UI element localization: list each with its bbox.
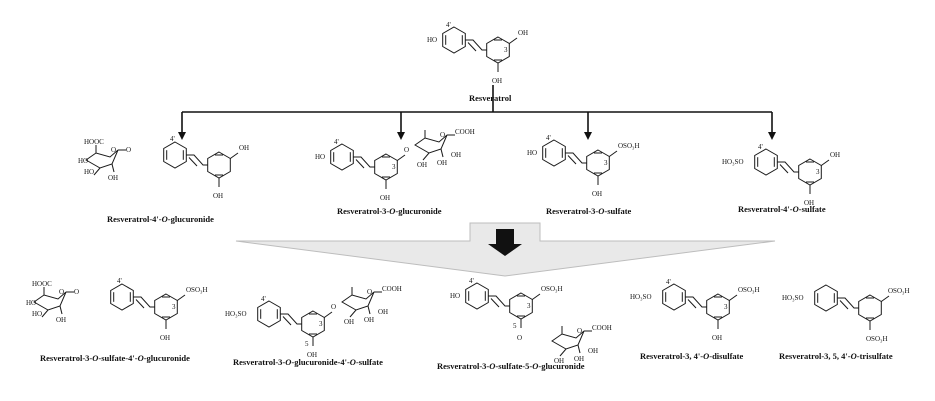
oh-label: OH [56,316,66,324]
convergence-funnel [235,222,776,277]
phase1-item-3: HO₃SO 4' OH 3 OH Resveratrol-4'-O-sulfat… [722,143,840,214]
oh-label-2: OH [344,318,354,326]
phase1-item-1: HO 4' 3 OH O O COOH OH OH OH Resveratrol… [315,128,475,216]
pos5-label: 5 [305,340,309,348]
branch-connector [178,85,776,140]
oso3h-top: OSO₃H [888,287,910,295]
link-o-label: O [517,334,522,342]
oh-bottom: OH [160,334,170,342]
oh-top: OH [239,144,249,152]
ring-o-label: O [440,131,445,139]
phase2-name-0: Resveratrol-3-O-sulfate-4'-O-glucuronide [40,353,190,363]
ho3so-label: HO₃SO [630,293,652,301]
oso3h-label: OSO₃H [186,286,208,294]
oh-label-3: OH [588,347,598,355]
cooh-label: COOH [592,324,612,332]
link-o-label: O [74,288,79,296]
phase1-name-1: Resveratrol-3-O-glucuronide [337,206,442,216]
ho-label: HO [315,153,325,161]
ho3so-label: HO₃SO [782,294,804,302]
ho-label-2: HO [84,168,94,176]
pos4-label: 4' [469,277,474,285]
pos3-label: 3 [724,303,728,311]
oh-label-1: OH [364,316,374,324]
parent-molecule: HO 4' OH 3 OH Resveratrol [427,21,528,103]
parent-oh-bottom: OH [492,77,502,85]
pos4-label: 4' [546,134,551,142]
hooc-label: HOOC [84,138,104,146]
cooh-label: COOH [382,285,402,293]
oh-label-1: OH [437,159,447,167]
phase1-name-0: Resveratrol-4'-O-glucuronide [107,214,214,224]
phase2-name-2: Resveratrol-3-O-sulfate-5-O-glucuronide [437,361,585,371]
oh-bottom: OH [380,194,390,202]
ho-label-1: HO [78,157,88,165]
phase2-name-1: Resveratrol-3-O-glucuronide-4'-O-sulfate [233,357,383,367]
phase2-item-3: HO₃SO 4' OSO₃H 3 OH Resveratrol-3, 4'-O-… [630,278,760,361]
phase1-item-0: HOOC O HO HO OH O 4' OH OH Resveratrol-4… [78,135,249,224]
pos3-label: 3 [392,163,396,171]
phase2-item-2: HO 4' OSO₃H 3 5 O O COOH OH OH OH Resver… [437,277,612,371]
pos3-label: 3 [816,168,820,176]
phase1-name-2: Resveratrol-3-O-sulfate [546,206,632,216]
pos3-label: 3 [527,302,531,310]
oso3h-bottom: OSO₃H [866,335,888,343]
oh-bottom: OH [804,199,814,207]
pos4-label: 4' [334,138,339,146]
ho-label-1: HO [26,299,36,307]
oh-label-2: OH [417,161,427,169]
pos3-label: 3 [172,303,176,311]
ring-o-label: O [577,327,582,335]
oh-label-3: OH [451,151,461,159]
hooc-label: HOOC [32,280,52,288]
ho3so-label: HO₃SO [722,158,744,166]
oh-bottom: OH [307,351,317,359]
pos5-label: 5 [513,322,517,330]
phase2-item-1: HO₃SO 4' O 3 5 OH O COOH OH OH OH Resver… [225,285,402,367]
phase2-item-4: HO₃SO OSO₃H OSO₃H Resveratrol-3, 5, 4'-O… [779,285,910,361]
oso3h-label: OSO₃H [738,286,760,294]
oh-label-1: OH [574,355,584,363]
pos4-label: 4' [261,295,266,303]
parent-pos4-label: 4' [446,21,451,29]
pos4-label: 4' [666,278,671,286]
link-o-label: O [126,146,131,154]
ring-o-label: O [367,288,372,296]
oh-label: OH [108,174,118,182]
phase2-item-0: HOOC O HO HO OH O 4' OSO₃H 3 OH Resverat… [26,277,208,363]
pos3-label: 3 [319,320,323,328]
parent-ho-label: HO [427,36,437,44]
ring-o-label: O [59,288,64,296]
oh-bottom: OH [712,334,722,342]
link-o-label: O [404,146,409,154]
ring-o-label: O [111,146,116,154]
oh-bottom: OH [592,190,602,198]
ho3so-label: HO₃SO [225,310,247,318]
oh-label-3: OH [378,308,388,316]
ho-label: HO [527,149,537,157]
pos4-label: 4' [117,277,122,285]
oh-top: OH [830,151,840,159]
cooh-label: COOH [455,128,475,136]
ho-label: HO [450,292,460,300]
oh-label-2: OH [554,357,564,365]
phase2-name-4: Resveratrol-3, 5, 4'-O-trisulfate [779,351,893,361]
oso3h-label: OSO₃H [618,142,640,150]
oso3h-label: OSO₃H [541,285,563,293]
oh-bottom: OH [213,192,223,200]
pos4-label: 4' [170,135,175,143]
pos4-label: 4' [758,143,763,151]
phase2-name-3: Resveratrol-3, 4'-O-disulfate [640,351,743,361]
phase1-name-3: Resveratrol-4'-O-sulfate [738,204,826,214]
link-o-label: O [331,303,336,311]
parent-oh-top: OH [518,29,528,37]
ho-label-2: HO [32,310,42,318]
pos3-label: 3 [604,159,608,167]
parent-name: Resveratrol [469,93,512,103]
parent-pos3-label: 3 [504,46,508,54]
phase1-item-2: HO 4' OSO₃H 3 OH Resveratrol-3-O-sulfate [527,134,640,216]
